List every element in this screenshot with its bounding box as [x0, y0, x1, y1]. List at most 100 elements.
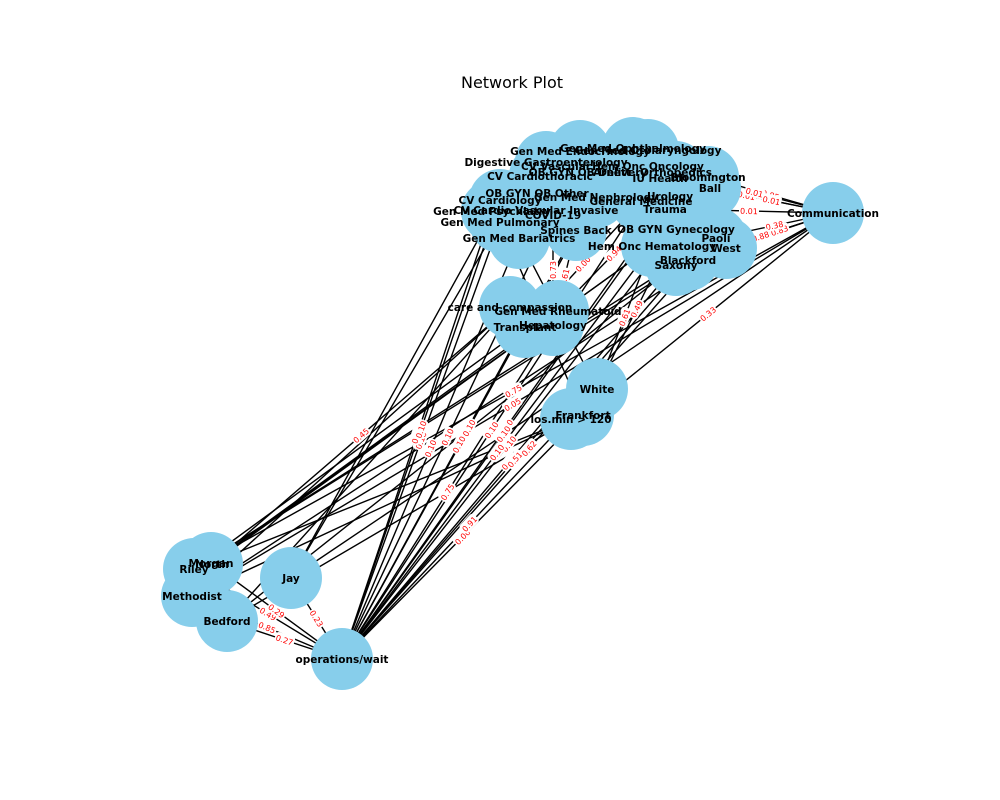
node-label-riley: Riley: [179, 564, 208, 576]
edge-weight-bg: [744, 184, 766, 200]
edge-weight-text: 0.10: [451, 435, 467, 455]
node-label-ob-gyn-gynecology: OB GYN Gynecology: [617, 224, 735, 236]
edge-weight-bg: [459, 417, 478, 439]
edge-weight-bg: [257, 604, 279, 623]
node-arnett: [581, 141, 643, 203]
edge-weight-bg: [482, 419, 501, 440]
edge-weight-bg: [438, 426, 456, 448]
node-label-paoli: Paoli: [702, 233, 731, 245]
node-label-gen-med-otolaryngology: Gen Med Otolaryngology: [575, 145, 722, 157]
edge-transplant-riley: [193, 326, 526, 570]
node-label-blackford: Blackford: [660, 255, 716, 267]
node-label-hem-onc-oncology: Hem Onc Oncology: [592, 161, 704, 173]
edge-weight-label: 0.38: [764, 218, 785, 233]
edge-weight-label: 0.01: [761, 193, 782, 207]
plot-title: Network Plot: [461, 73, 563, 92]
node-label-jay: Jay: [281, 573, 300, 585]
edge-riley-paoli: [193, 237, 717, 570]
edge-weight-bg: [738, 204, 760, 217]
edge-weight-bg: [505, 449, 525, 470]
edge-weight-bg: [487, 442, 506, 463]
node-label-frankfort: Frankfort: [555, 410, 610, 422]
edge-weight-bg: [412, 418, 429, 440]
node-label-iu-health: IU Health: [632, 173, 687, 185]
node-iu-health: [629, 147, 691, 209]
edge-weight-label: 0.23: [308, 607, 326, 629]
node-label-cv-cardio-vascular-invasive: CV Cardio Vascular Invasive: [454, 205, 619, 217]
node-label-general-medicine: General Medicine: [590, 196, 693, 208]
node-label-care-and-compassion: care and compassion: [448, 302, 573, 314]
node-label-trauma: Trauma: [643, 204, 687, 216]
node-label-orthopedics: Orthopedics: [640, 167, 712, 179]
node-label-ob-gyn-ob-delivery: OB GYN OB Delivery: [529, 167, 648, 179]
edge-weight-label: 0.27: [274, 631, 296, 648]
node-label-communication: Communication: [787, 208, 879, 220]
node-label-gen-med-rheumatoid: Gen Med Rheumatoid: [494, 306, 621, 318]
node-label-gen-med-ophthalmology: Gen Med Ophthalmology: [560, 143, 706, 155]
edge-weight-text: 0.73: [549, 261, 558, 279]
edge-weight-bg: [764, 218, 785, 232]
node-los-min-120: [540, 388, 602, 450]
edge-weight-bg: [274, 631, 296, 648]
edge-weight-bg: [761, 193, 782, 207]
node-jay: [260, 547, 322, 609]
node-label-hepatology: Hepatology: [519, 320, 587, 332]
node-label-spines-back: Spines Back: [540, 225, 612, 237]
edge-weight-text: 0.01: [745, 186, 765, 199]
edge-weight-bg: [616, 306, 632, 328]
edge-weight-bg: [350, 425, 371, 445]
edge-jay-cv-cardiology: [290, 199, 501, 579]
node-label-arnett: Arnett: [593, 167, 631, 179]
edge-weight-text: 0.01: [762, 195, 781, 207]
nodes-layer: [161, 117, 864, 690]
edge-weight-bg: [493, 423, 513, 444]
edge-weight-bg: [547, 260, 558, 280]
node-label-cv-cardiothoracic: CV Cardiothoracic: [487, 171, 593, 183]
node-label-west: West: [711, 243, 741, 255]
edge-weight-text: 0.01: [740, 207, 758, 216]
node-label-white: White: [580, 384, 615, 396]
node-label-digestive-gastroenterology: Digestive Gastroenterology: [464, 157, 627, 169]
node-label-urology: Urology: [647, 191, 693, 203]
node-label-north: North: [195, 559, 229, 571]
node-label-methodist: Methodist: [162, 591, 222, 603]
node-label-cv-cardiology: CV Cardiology: [459, 195, 542, 207]
edge-jay-gen-med-pulmonary: [290, 221, 501, 579]
node-label-gen-med-psychiatry: Gen Med Psychiatry: [433, 206, 551, 218]
edge-weight-text: 0.10: [461, 418, 477, 438]
node-north: [181, 533, 243, 595]
node-label-transplant: Transplant: [494, 322, 557, 334]
edge-weight-bg: [501, 395, 523, 413]
node-label-gen-med-endocrinology: Gen Med Endocrinology: [510, 146, 650, 158]
node-label-cv-vascular: CV Vascular: [521, 161, 592, 173]
node-ball: [679, 157, 741, 219]
edge-weight-text: 0.27: [274, 633, 294, 647]
node-label-los-min-120: los.min > 120: [530, 414, 611, 426]
edge-weight-label: 0.01: [738, 204, 760, 217]
edge-weight-bg: [308, 607, 326, 629]
node-label-hem-onc-hematology: Hem Onc Hematology: [588, 241, 716, 253]
node-label-ball: Ball: [699, 183, 721, 195]
edge-weight-bg: [519, 438, 539, 459]
edge-weight-bg: [256, 619, 278, 636]
node-label-bloomington: Bloomington: [670, 172, 745, 184]
edge-weight-bg: [502, 381, 524, 400]
node-label-bedford: Bedford: [203, 616, 250, 628]
edge-weight-bg: [438, 481, 456, 502]
node-label-morgan: Morgan: [189, 558, 234, 570]
node-communication: [802, 182, 864, 244]
edge-weight-bg: [266, 601, 287, 620]
node-label-gen-med-nephrology: Gen Med Nephrology: [534, 192, 658, 204]
node-cv-vascular: [525, 135, 587, 197]
edge-care-and-compassion-methodist: [191, 306, 511, 597]
node-label-operations-wait: operations/wait: [296, 654, 389, 666]
node-operations-wait: [311, 628, 373, 690]
edge-weight-text: 0.49: [629, 299, 645, 319]
edge-weight-text: 0.38: [765, 220, 784, 233]
edge-weight-label: 0.01: [744, 184, 766, 200]
node-label-gen-med-pulmonary: Gen Med Pulmonary: [440, 217, 559, 229]
edge-weight-bg: [697, 304, 718, 323]
node-label-saxony: Saxony: [655, 260, 698, 272]
